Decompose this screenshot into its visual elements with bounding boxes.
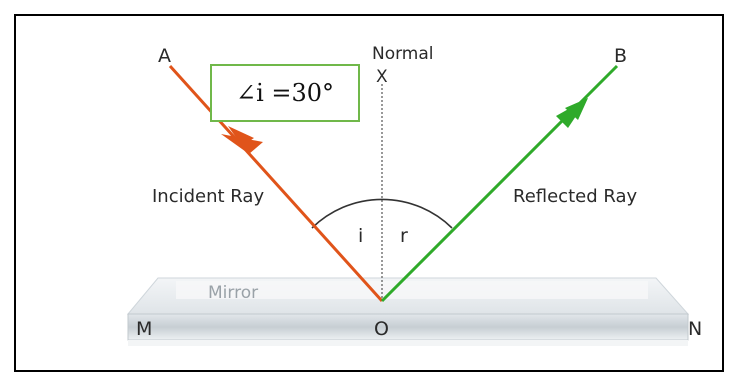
reflection-diagram: Normal X A B Incident Ray Reflected Ray … <box>126 44 702 346</box>
angle-annotation-text: ∠i =30° <box>235 79 335 107</box>
mirror-highlight <box>176 281 648 299</box>
x-point-label: X <box>376 67 388 87</box>
incident-ray-line <box>168 64 384 303</box>
n-point-label: N <box>688 318 702 340</box>
a-point-label: A <box>158 45 171 67</box>
reflected-ray-label: Reflected Ray <box>513 186 638 207</box>
incident-ray-arrowhead <box>221 134 263 154</box>
o-point-label: O <box>374 318 389 340</box>
r-angle-label: r <box>400 225 408 247</box>
normal-label: Normal <box>372 44 434 64</box>
diagram-frame: Normal X A B Incident Ray Reflected Ray … <box>14 14 724 372</box>
mirror <box>126 277 690 346</box>
angle-annotation-box: ∠i =30° <box>210 64 360 122</box>
reflected-ray-arrow-icon <box>565 98 588 120</box>
mirror-base-shadow <box>128 340 688 346</box>
b-point-label: B <box>614 45 627 67</box>
incident-ray-label: Incident Ray <box>152 186 264 207</box>
mirror-front-face <box>127 313 689 341</box>
m-point-label: M <box>136 318 152 340</box>
mirror-label: Mirror <box>208 283 258 303</box>
angle-arc <box>311 198 453 229</box>
i-angle-label: i <box>358 225 363 247</box>
